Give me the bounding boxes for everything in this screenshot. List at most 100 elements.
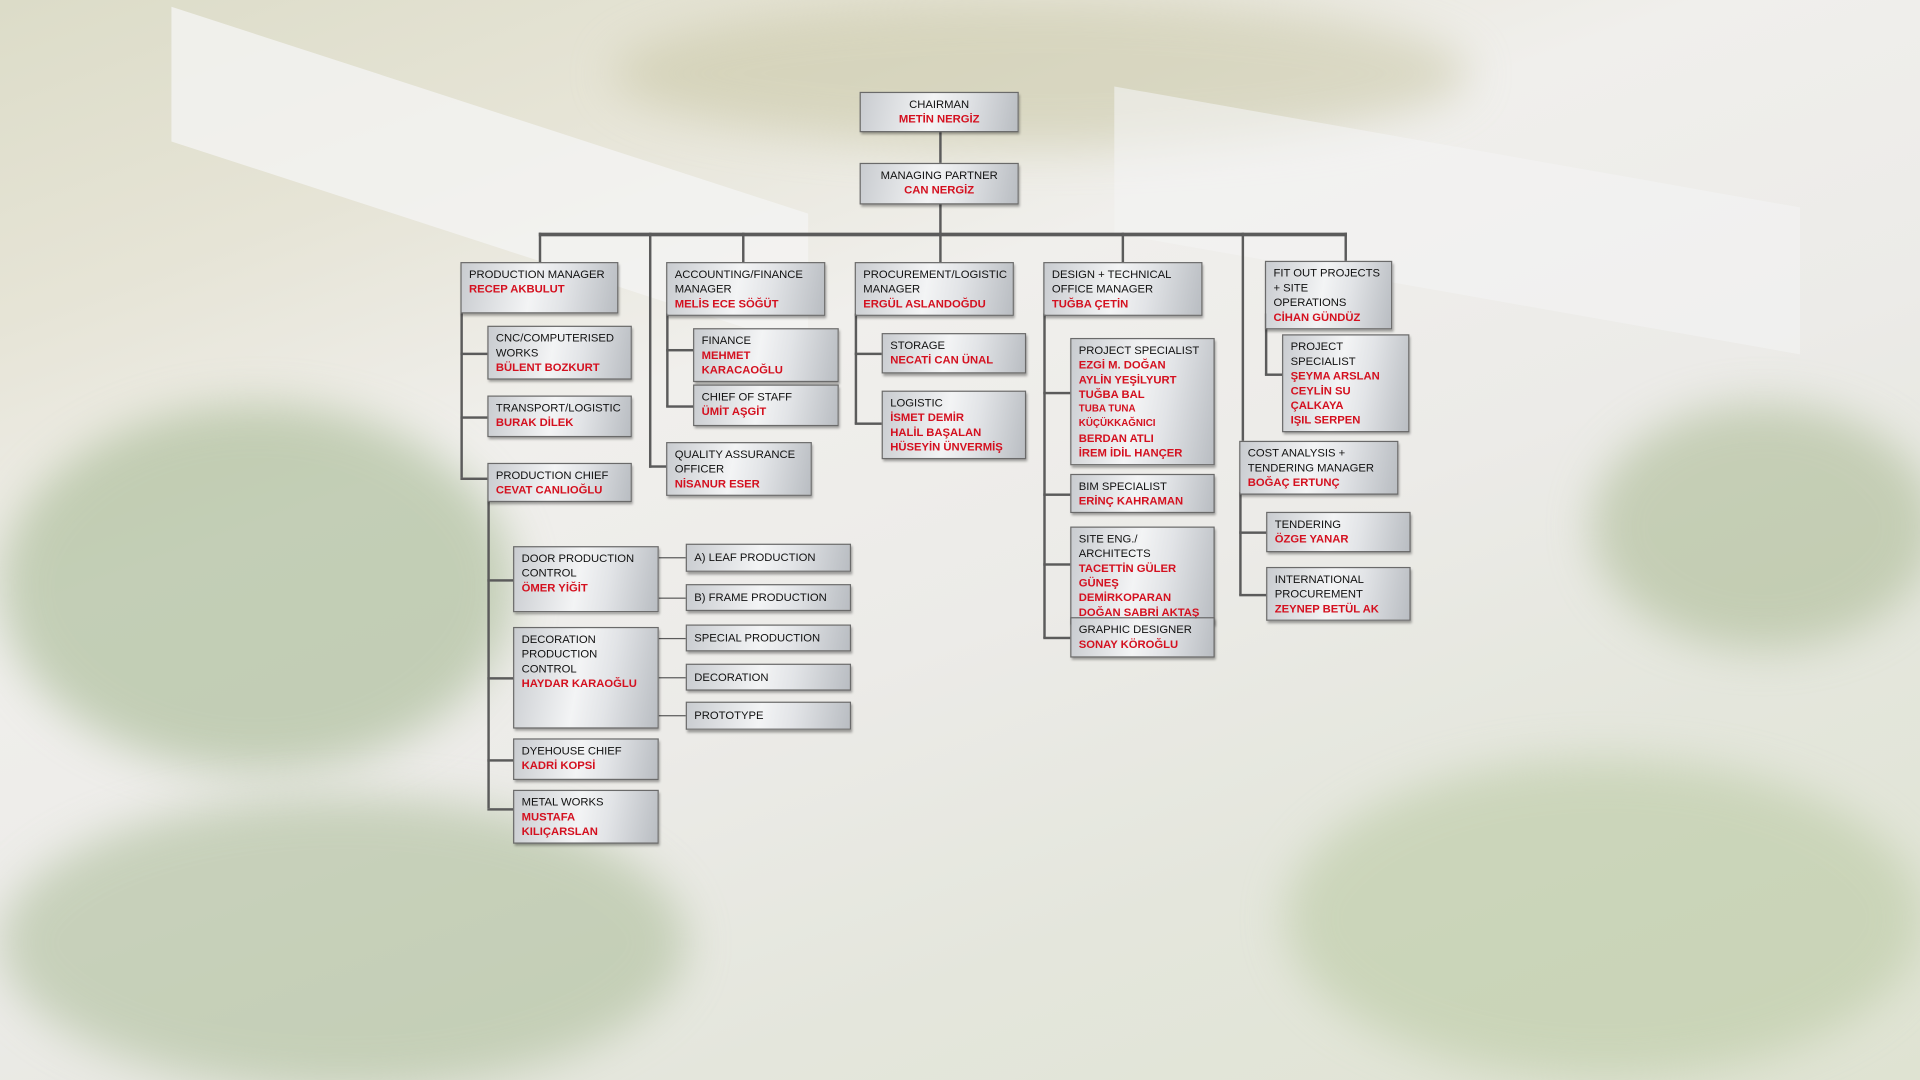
connector-line	[1043, 313, 1046, 638]
connector-line	[666, 348, 694, 352]
person-name: SONAY KÖROĞLU	[1078, 637, 1179, 651]
org-box-cost-analysis: COST ANALYSIS + TENDERING MANAGER BOĞAÇ E…	[1239, 440, 1399, 495]
connector-line	[854, 422, 882, 425]
person-name: HÜSEYİN ÜNVERMİŞ	[890, 440, 1003, 454]
role-title: A) LEAF PRODUCTION	[694, 551, 816, 564]
connector-line	[658, 715, 686, 717]
person-name: ÜMİT AŞGİT	[701, 405, 767, 418]
person-name: ÖZGE YANAR	[1274, 532, 1349, 545]
trees-right	[1591, 404, 1920, 649]
connector-line	[1239, 492, 1242, 596]
connector-line	[460, 352, 488, 356]
org-box-special: SPECIAL PRODUCTION	[685, 624, 852, 652]
role-title: TRANSPORT/LOGISTIC	[495, 401, 621, 414]
person-name: EZGİ M. DOĞAN	[1078, 358, 1166, 372]
person-name: TUBA TUNA KÜÇÜKKAĞNICI	[1078, 402, 1156, 429]
role-title: CHAIRMAN	[909, 97, 970, 111]
role-title: PRODUCTION CHIEF	[495, 468, 609, 482]
org-box-frame: B) FRAME PRODUCTION	[685, 584, 852, 612]
connector-line	[1043, 636, 1071, 640]
connector-line	[1121, 232, 1125, 263]
role-title: ACCOUNTING/FINANCE MANAGER	[674, 268, 803, 296]
person-name: ŞEYMA ARSLAN	[1290, 369, 1380, 383]
person-name: İSMET DEMİR	[890, 411, 964, 424]
person-name: ERİNÇ KAHRAMAN	[1078, 494, 1184, 507]
role-title: FINANCE	[701, 334, 752, 347]
role-title: CHIEF OF STAFF	[701, 390, 793, 403]
trees-left	[0, 404, 515, 772]
connector-line	[538, 232, 542, 263]
person-name: DOĞAN SABRİ AKTAŞ	[1078, 606, 1200, 619]
role-title: TENDERING	[1274, 517, 1341, 531]
role-title: MANAGING PARTNER	[880, 168, 998, 182]
role-title: COST ANALYSIS + TENDERING MANAGER	[1247, 446, 1375, 474]
connector-line	[460, 313, 463, 478]
connector-line	[1241, 232, 1245, 441]
connector-line	[658, 677, 686, 679]
person-name: CİHAN GÜNDÜZ	[1273, 311, 1361, 324]
role-title: FIT OUT PROJECTS + SITE OPERATIONS	[1273, 266, 1380, 309]
person-name: GÜNEŞ DEMİRKOPARAN	[1078, 576, 1172, 604]
connector-line	[854, 352, 882, 356]
person-name: HAYDAR KARAOĞLU	[521, 677, 637, 690]
role-title: DESIGN + TECHNICAL OFFICE MANAGER	[1051, 268, 1171, 296]
person-name: CEVAT CANLIOĞLU	[495, 483, 603, 496]
connector-line	[658, 637, 686, 640]
role-title: METAL WORKS	[521, 795, 604, 809]
connector-line	[460, 416, 488, 419]
org-box-decoration-production: DECORATION PRODUCTION CONTROL HAYDAR KARA…	[513, 626, 659, 729]
connector-line	[487, 677, 514, 680]
person-name: TUĞBA ÇETİN	[1051, 297, 1129, 310]
connector-line	[1043, 391, 1071, 395]
person-name: METİN NERGİZ	[898, 112, 980, 125]
role-title: PROJECT SPECIALIST	[1078, 344, 1200, 357]
org-box-fit-out: FIT OUT PROJECTS + SITE OPERATIONS CİHAN …	[1264, 260, 1393, 330]
person-name: CEYLİN SU ÇALKAYA	[1290, 384, 1351, 412]
person-name: BOĞAÇ ERTUNÇ	[1247, 476, 1340, 489]
connector-line	[1264, 313, 1268, 375]
connector-line	[1239, 593, 1267, 597]
role-title: PRODUCTION MANAGER	[468, 268, 605, 281]
person-name: MEHMET KARACAOĞLU	[701, 348, 783, 376]
connector-line	[487, 759, 514, 762]
person-name: MUSTAFA KILIÇARSLAN	[521, 810, 598, 838]
person-name: AYLİN YEŞİLYURT	[1078, 373, 1177, 386]
connector-line	[658, 557, 686, 559]
connector-line	[666, 405, 694, 408]
role-title: STORAGE	[890, 339, 946, 352]
person-name: NİSANUR ESER	[674, 477, 760, 490]
role-title: PROCUREMENT/LOGISTIC MANAGER	[863, 268, 1008, 296]
connector-line	[939, 232, 942, 263]
connector-line	[1239, 531, 1267, 534]
role-title: DOOR PRODUCTION CONTROL	[521, 552, 635, 580]
org-box-decoration: DECORATION	[685, 663, 852, 691]
person-name: BURAK DİLEK	[495, 416, 574, 429]
org-box-chief-of-staff: CHIEF OF STAFF ÜMİT AŞGİT	[693, 384, 839, 427]
person-name: ÖMER YİĞİT	[521, 581, 588, 594]
role-title: GRAPHIC DESIGNER	[1078, 623, 1192, 636]
role-title: DECORATION PRODUCTION CONTROL	[521, 633, 598, 675]
org-box-transport: TRANSPORT/LOGISTIC BURAK DİLEK	[487, 395, 632, 438]
connector-line	[648, 465, 667, 468]
person-name: NECATİ CAN ÜNAL	[890, 353, 994, 367]
role-title: DECORATION	[694, 671, 769, 684]
connector-line	[460, 477, 488, 481]
connector-line	[1264, 373, 1283, 376]
connector-line	[666, 313, 669, 407]
